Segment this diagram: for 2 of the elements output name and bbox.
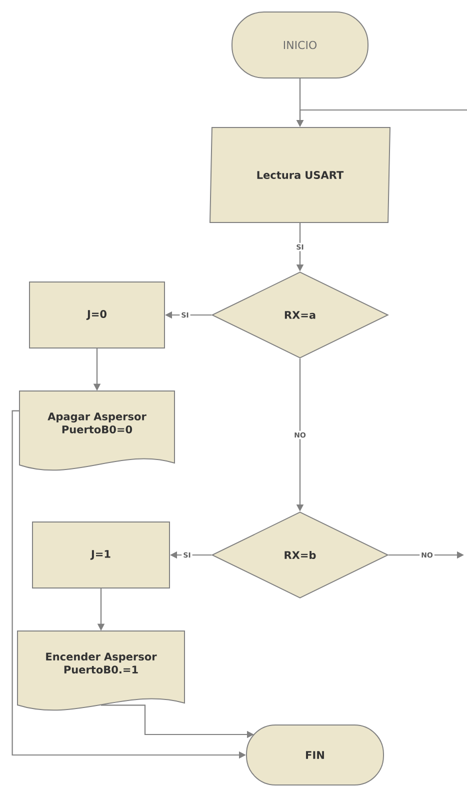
process-box: J=0	[29, 282, 165, 348]
process-box: J=1	[32, 522, 170, 588]
